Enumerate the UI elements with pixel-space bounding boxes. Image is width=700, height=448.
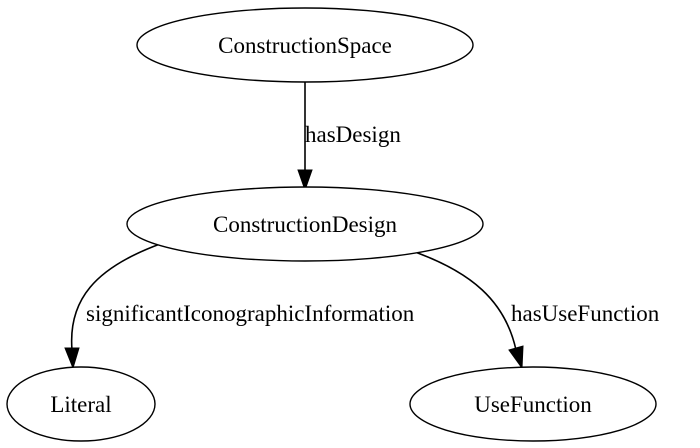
node-construction-design-shape: [126, 186, 484, 262]
node-construction-design: ConstructionDesign: [126, 186, 484, 262]
edge-significant-iconographic-information-arrow: [64, 347, 80, 370]
node-literal-shape: [6, 366, 156, 442]
edge-has-design: hasDesign: [297, 82, 401, 192]
edge-significant-iconographic-information-label: significantIconographicInformation: [86, 301, 415, 326]
node-construction-space-shape: [136, 7, 474, 83]
node-use-function-label: UseFunction: [474, 392, 592, 417]
node-construction-space-label: ConstructionSpace: [218, 33, 392, 58]
edge-significant-iconographic-information: significantIconographicInformation: [64, 243, 415, 370]
edge-has-use-function-label: hasUseFunction: [511, 301, 660, 326]
edge-has-use-function-arrow: [508, 345, 524, 370]
node-literal: Literal: [6, 366, 156, 442]
node-use-function-shape: [409, 366, 657, 442]
node-literal-label: Literal: [50, 392, 111, 417]
node-construction-space: ConstructionSpace: [136, 7, 474, 83]
edge-has-design-label: hasDesign: [305, 122, 401, 147]
node-construction-design-label: ConstructionDesign: [213, 212, 397, 237]
edge-has-use-function-line: [414, 251, 517, 351]
node-use-function: UseFunction: [409, 366, 657, 442]
edge-has-design-arrow: [297, 169, 313, 192]
edge-significant-iconographic-information-line: [70, 243, 161, 351]
edge-has-use-function: hasUseFunction: [414, 251, 660, 370]
